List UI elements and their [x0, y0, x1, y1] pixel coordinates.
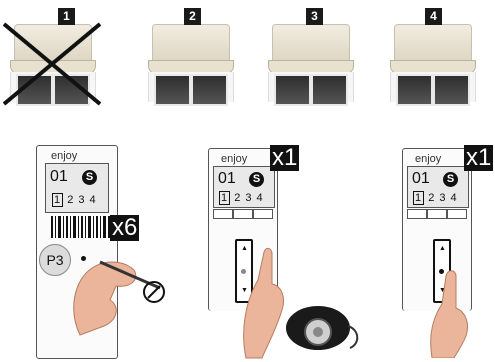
step-number: 1 [58, 8, 75, 25]
channel-number: 01 [412, 170, 430, 188]
right-button[interactable] [447, 209, 467, 219]
channel-slots: 1 2 3 4 [219, 192, 264, 204]
channel-number: 01 [218, 170, 236, 188]
press-count-badge: x1 [464, 145, 493, 171]
window [433, 74, 470, 106]
press-count-badge: x6 [110, 215, 139, 241]
brand-label: enjoy [415, 153, 441, 165]
channel-slots-rest: 2 3 4 [428, 192, 457, 204]
s-badge: S [82, 170, 97, 185]
press-count-badge: x1 [270, 145, 299, 171]
select-buttons [407, 209, 467, 219]
select-buttons [213, 209, 273, 219]
cross-mark-icon [0, 20, 104, 108]
channel-slot-active: 1 [52, 193, 63, 207]
awning [394, 24, 472, 62]
window [396, 74, 433, 106]
step-1-house [10, 8, 94, 98]
window [191, 74, 228, 106]
s-badge: S [443, 172, 458, 187]
step-number: 2 [184, 8, 201, 25]
left-button[interactable] [213, 209, 233, 219]
channel-slots-rest: 2 3 4 [234, 192, 263, 204]
hand-icon [236, 240, 366, 360]
step-number: 3 [306, 8, 323, 25]
display-screen: 01 S 1 2 3 4 [213, 166, 275, 208]
up-arrow-icon[interactable]: ▲ [439, 245, 446, 252]
window [274, 74, 311, 106]
brand-label: enjoy [221, 153, 247, 165]
awning [272, 24, 350, 62]
hand-icon [426, 262, 476, 358]
brand-label: enjoy [51, 150, 77, 162]
step-number: 4 [425, 8, 442, 25]
display-screen: 01 S 1 2 3 4 [407, 166, 469, 208]
channel-slot-active: 1 [413, 191, 424, 205]
channel-slots: 1 2 3 4 [52, 194, 97, 206]
left-button[interactable] [407, 209, 427, 219]
channel-slots-rest: 2 3 4 [67, 194, 96, 206]
display-screen: 01 S 1 2 3 4 [45, 163, 109, 213]
awning [152, 24, 230, 62]
right-button[interactable] [253, 209, 273, 219]
barcode-icon [51, 216, 111, 238]
center-button[interactable] [427, 209, 447, 219]
window [154, 74, 191, 106]
channel-slots: 1 2 3 4 [413, 192, 458, 204]
window [311, 74, 348, 106]
center-button[interactable] [233, 209, 253, 219]
motor-icon [286, 306, 357, 350]
s-badge: S [249, 172, 264, 187]
channel-slot-active: 1 [219, 191, 230, 205]
hand-icon [60, 240, 170, 340]
channel-number: 01 [50, 168, 68, 186]
